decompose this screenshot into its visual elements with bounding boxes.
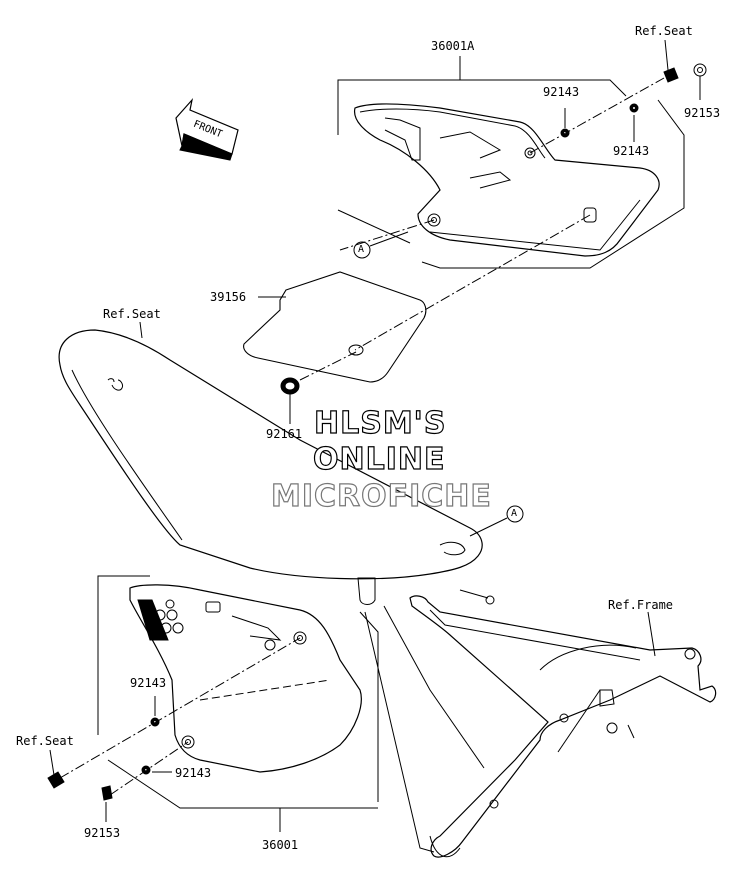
label-92161: 92161 (266, 427, 303, 441)
label-92143-c: 92143 (130, 676, 167, 690)
label-36001: 36001 (262, 838, 299, 852)
label-92153-b: 92153 (84, 826, 121, 840)
label-92153-a: 92153 (684, 106, 721, 120)
label-ref-seat-mid: Ref.Seat (103, 307, 161, 321)
watermark-line-1: HLSM'S (313, 406, 447, 441)
seat-group (58, 321, 524, 580)
watermark-line-2: ONLINE (312, 442, 446, 477)
callout-a-upper-letter: A (358, 244, 365, 255)
label-36001A: 36001A (431, 39, 475, 53)
label-ref-seat-top: Ref.Seat (635, 24, 693, 38)
callout-a-lower-letter: A (511, 508, 518, 519)
label-92143-d: 92143 (175, 766, 212, 780)
front-arrow-icon: FRONT (175, 97, 239, 161)
cover-36001-group (47, 575, 379, 832)
frame-group (357, 577, 717, 858)
callout-a-upper (353, 241, 371, 259)
callout-a-lower (506, 505, 524, 523)
cover-36001A-group (337, 39, 707, 351)
pad-39156-group (243, 271, 427, 424)
label-92143-a: 92143 (543, 85, 580, 99)
label-92143-b: 92143 (613, 144, 650, 158)
label-ref-frame: Ref.Frame (608, 598, 674, 612)
label-39156: 39156 (210, 290, 247, 304)
watermark-line-3: MICROFICHE (270, 479, 492, 514)
label-ref-seat-left: Ref.Seat (16, 734, 74, 748)
